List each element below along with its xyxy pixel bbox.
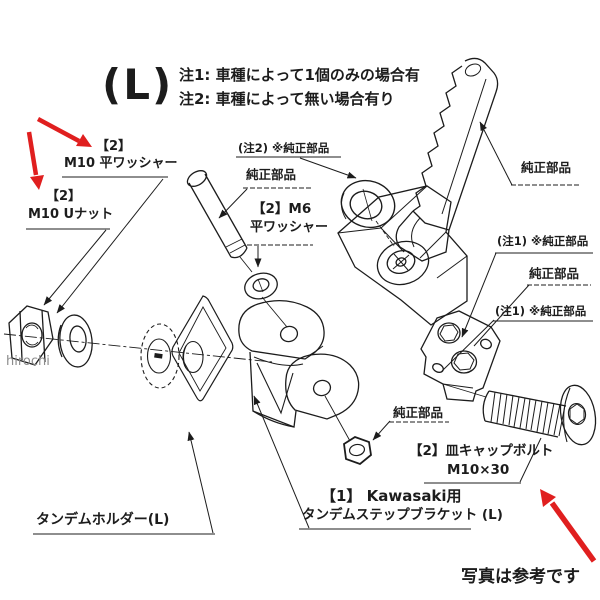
photo-note-text: 写真は参考です — [461, 567, 580, 587]
footpeg-part — [395, 57, 499, 262]
note1-text: 注1: 車種によって1個のみの場合有 — [179, 66, 420, 84]
size-mark-L: (L) — [102, 60, 174, 109]
m6-washer-qty: 【2】M6 — [252, 201, 312, 217]
red-arrow-left-vertical — [26, 131, 44, 190]
leader-lines — [43, 121, 542, 534]
lock-nut-part — [343, 436, 372, 466]
tandem-holder-label: タンデムホルダー(L) — [36, 512, 170, 528]
m10-unut-label: M10 Uナット — [28, 207, 114, 222]
m6-washer-label: 平ワッシャー — [250, 220, 329, 235]
m10-unut-qty: 【2】 — [46, 189, 82, 204]
step-bracket-part — [238, 300, 360, 428]
cap-bolt-size-label: M10×30 — [447, 462, 510, 478]
label-underlines — [26, 156, 593, 535]
red-arrow-bottom-right — [540, 489, 597, 563]
watermark-text: hirochi — [6, 354, 50, 369]
m10-washer-qty: 【2】 — [96, 139, 132, 154]
m10-washer-label: M10 平ワッシャー — [64, 156, 178, 171]
red-annotation-arrows — [26, 117, 597, 563]
tandem-holder-disc-part — [140, 323, 204, 389]
note1-genuine-upper-label: (注1) ※純正部品 — [497, 234, 589, 248]
m10-unut-part — [8, 305, 54, 366]
cap-bolt-part — [482, 384, 597, 446]
genuine-plate-label: 純正部品 — [529, 266, 580, 281]
red-arrow-top-diagonal — [36, 117, 92, 147]
m10-washer-part — [57, 314, 93, 368]
bracket-qty-label: 【1】 Kawasaki用 — [321, 487, 462, 505]
diamond-plate-part — [171, 295, 234, 402]
bracket-name-label: タンデムステップブラケット (L) — [302, 507, 503, 523]
m6-washer-part — [244, 272, 278, 300]
note2-genuine-label: (注2) ※純正部品 — [238, 141, 330, 155]
genuine-pin-label: 純正部品 — [246, 167, 297, 182]
note2-text: 注2: 車種によって無い場合有り — [179, 90, 395, 108]
hinge-block-part — [337, 185, 468, 326]
note1-genuine-lower-label: (注1) ※純正部品 — [495, 304, 587, 318]
axis-lines — [3, 220, 487, 442]
clevis-pin-part — [186, 170, 248, 259]
genuine-footpeg-label: 純正部品 — [521, 160, 572, 175]
cap-bolt-label: 【2】皿キャップボルト — [409, 443, 554, 459]
genuine-nut-label: 純正部品 — [393, 405, 444, 420]
pivot-washer-part — [340, 179, 396, 229]
